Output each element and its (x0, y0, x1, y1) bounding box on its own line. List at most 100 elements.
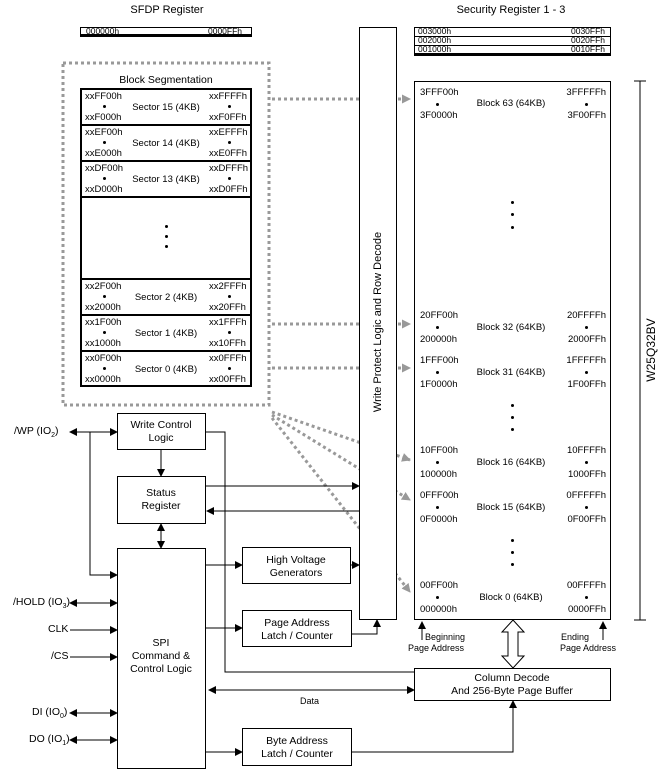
sector-label: Sector 13 (4KB) (132, 174, 200, 185)
block-end-bottom: 3F00FFh (567, 110, 606, 121)
block-label: Block 16 (64KB) (476, 457, 546, 468)
block-end-bottom: 0F00FFh (567, 514, 606, 525)
column-decode-label: Column Decode (474, 672, 550, 684)
block-end-top: 10FFFFh (566, 445, 606, 456)
security-row-start: 001000h (418, 44, 452, 54)
block-end-top: 0FFFFFh (566, 490, 606, 501)
security-registers (414, 27, 611, 56)
pin-do: DO (IO1) (29, 733, 70, 748)
sector-label: Sector 0 (4KB) (134, 364, 198, 375)
block-end-bottom: 1F00FFh (567, 379, 606, 390)
block-start-top: 10FF00h (420, 445, 459, 456)
status-label: Status (146, 487, 176, 499)
sector-end-top: xx0FFFh (209, 353, 247, 364)
block-start-top: 00FF00h (420, 580, 459, 591)
block-end-top: 3FFFFFh (566, 87, 606, 98)
security-row-start: 002000h (418, 35, 452, 45)
pin-cs: /CS (51, 650, 69, 662)
block-end-top: 20FFFFh (566, 310, 606, 321)
write-control-logic (117, 413, 206, 450)
chip-name: W25Q32BV (644, 318, 658, 382)
write-control-label-2: Logic (148, 432, 174, 444)
byte-address-label: Byte Address (266, 735, 328, 747)
block-end-top: 00FFFFh (566, 580, 606, 591)
page-buffer-label: And 256-Byte Page Buffer (451, 685, 573, 697)
byte-address-latch (242, 728, 352, 766)
column-decode-buffer (414, 668, 611, 701)
high-voltage-generators (242, 547, 351, 584)
sector-label: Sector 2 (4KB) (134, 292, 198, 303)
write-control-label: Write Control (130, 419, 192, 431)
hv-label-2: Generators (269, 567, 323, 579)
pin-wp: /WP (IO2) (14, 425, 59, 440)
memory-array (414, 81, 611, 620)
sector-end-bottom: xxF0FFh (209, 112, 247, 123)
sector-start-top: xx2F00h (85, 281, 122, 292)
segmentation-title: Block Segmentation (119, 74, 213, 86)
sector-start-bottom: xx2000h (85, 302, 121, 313)
row-decode-block (359, 27, 397, 620)
sfdp-register (80, 27, 252, 37)
sector-start-bottom: xx1000h (85, 338, 121, 349)
security-row-start: 003000h (418, 26, 452, 36)
spi-label-3: Control Logic (130, 663, 192, 675)
block-end-top: 1FFFFFh (566, 355, 606, 366)
block-start-bottom: 100000h (420, 469, 457, 480)
data-bus-label: Data (300, 696, 320, 706)
block-start-top: 3FFF00h (420, 87, 459, 98)
sector-end-bottom: xxD0FFh (209, 184, 248, 195)
block-label: Block 15 (64KB) (476, 502, 546, 513)
sector-start-bottom: xx0000h (85, 374, 121, 385)
sector-start-bottom: xxF000h (85, 112, 122, 123)
security-row-end: 0020FFh (571, 35, 606, 45)
sector-label: Sector 1 (4KB) (134, 328, 198, 339)
sector-end-top: xx1FFFh (209, 317, 247, 328)
pin-hold: /HOLD (IO3) (13, 596, 70, 611)
block-start-bottom: 200000h (420, 334, 457, 345)
sfdp-end: 0000FFh (208, 26, 243, 36)
pin-clk: CLK (48, 623, 69, 635)
beginning-page-label: Page Address (408, 643, 465, 653)
security-row-end: 0030FFh (571, 26, 606, 36)
ending-page-label: Page Address (560, 643, 617, 653)
block-start-top: 0FFF00h (420, 490, 459, 501)
block-start-top: 1FFF00h (420, 355, 459, 366)
security-row-end: 0010FFh (571, 44, 606, 54)
status-register (117, 476, 206, 524)
sector-start-top: xxFF00h (85, 91, 122, 102)
spi-label: SPI (152, 637, 170, 649)
sector-end-top: xxDFFFh (209, 163, 249, 174)
page-address-label: Page Address (264, 617, 330, 629)
block-label: Block 32 (64KB) (476, 322, 546, 333)
spi-label-2: Command & (131, 650, 191, 662)
sector-end-bottom: xx00FFh (209, 374, 246, 385)
block-start-bottom: 0F0000h (420, 514, 458, 525)
spi-control-logic (117, 548, 206, 769)
sector-start-top: xx1F00h (85, 317, 122, 328)
block-label: Block 31 (64KB) (476, 367, 546, 378)
block-start-bottom: 000000h (420, 604, 457, 615)
sector-end-bottom: xxE0FFh (209, 148, 248, 159)
sector-label: Sector 14 (4KB) (132, 138, 200, 149)
sector-start-bottom: xxD000h (85, 184, 123, 195)
byte-address-label-2: Latch / Counter (261, 748, 333, 760)
sfdp-title: SFDP Register (130, 4, 204, 16)
pin-di: DI (IO0) (32, 706, 68, 721)
block-label: Block 63 (64KB) (476, 98, 546, 109)
sector-table (80, 88, 252, 387)
sector-end-bottom: xx20FFh (209, 302, 246, 313)
sector-start-top: xx0F00h (85, 353, 122, 364)
row-decode-label: Write Protect Logic and Row Decode (372, 231, 384, 413)
status-label-2: Register (141, 500, 181, 512)
page-address-latch (242, 610, 352, 647)
sector-end-top: xxEFFFh (209, 127, 248, 138)
block-label: Block 0 (64KB) (479, 592, 543, 603)
beginning-label: Beginning (425, 632, 466, 642)
ending-label: Ending (561, 632, 590, 642)
sector-label: Sector 15 (4KB) (132, 102, 200, 113)
segmentation-frame (61, 61, 271, 407)
block-start-bottom: 1F0000h (420, 379, 458, 390)
sector-end-bottom: xx10FFh (209, 338, 246, 349)
block-start-bottom: 3F0000h (420, 110, 458, 121)
block-start-top: 20FF00h (420, 310, 459, 321)
